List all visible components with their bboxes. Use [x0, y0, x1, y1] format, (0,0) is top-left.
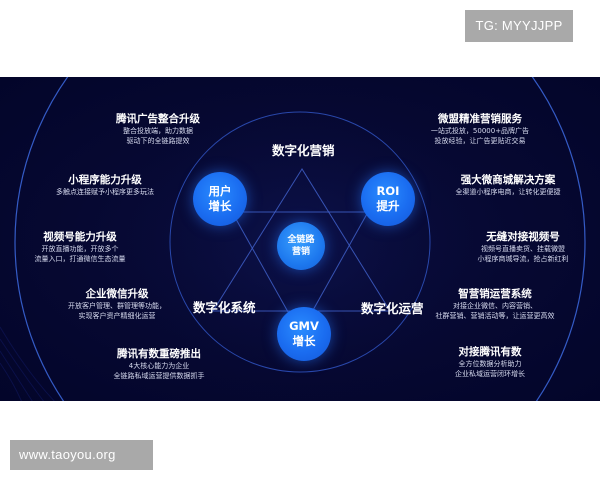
feature-channels-upgrade: 视频号能力升级 开放直播功能，开放多个 流量入口，打通微信生态流量 [34, 231, 126, 263]
feature-miniprogram-upgrade: 小程序能力升级 多触点连接赋予小程序更多玩法 [56, 174, 154, 196]
feature-weimob-precision-marketing: 微盟精准营销服务 一站式投放，50000+品牌广告 投放经验，让广告更贴近交易 [430, 113, 530, 145]
feature-smart-marketing-system: 智营销运营系统 对接企业微信、内容营销、 社群营销、营销活动等，让运营更高效 [435, 288, 555, 320]
feature-channels-integration: 无缝对接视频号 视频号直播卖货、挂载微盟 小程序商城导流，抢占新红利 [477, 231, 569, 263]
diagram-panel: 数字化营销 数字化系统 数字化运营 用户 增长 ROI 提升 全链路 营销 GM… [0, 77, 600, 401]
vertex-digital-operation: 数字化运营 [361, 301, 424, 316]
feature-tencent-youshu-launch: 腾讯有数重磅推出 4大核心能力为企业 全链路私域运营提供数据抓手 [113, 348, 205, 380]
node-roi: ROI 提升 [361, 172, 415, 226]
feature-tencent-ads-upgrade: 腾讯广告整合升级 整合投放端，助力数据 驱动下的全链路提效 [116, 113, 200, 145]
node-user-growth: 用户 增长 [193, 172, 247, 226]
watermark-bottom: www.taoyou.org [10, 440, 153, 470]
feature-tencent-youshu-integration: 对接腾讯有数 全方位数据分析助力 企业私域运营闭环增长 [455, 346, 525, 378]
node-full-chain-marketing: 全链路 营销 [277, 222, 325, 270]
feature-weimall-solution: 强大微商城解决方案 全渠道小程序电商，让转化更便捷 [455, 174, 561, 196]
vertex-digital-system: 数字化系统 [193, 300, 256, 315]
node-gmv-growth: GMV 增长 [277, 307, 331, 361]
watermark-top: TG: MYYJJPP [465, 10, 573, 42]
vertex-digital-marketing: 数字化营销 [272, 143, 335, 158]
feature-wecom-upgrade: 企业微信升级 开放客户管理、群管理等功能， 实现客户资产精细化运营 [68, 288, 166, 320]
